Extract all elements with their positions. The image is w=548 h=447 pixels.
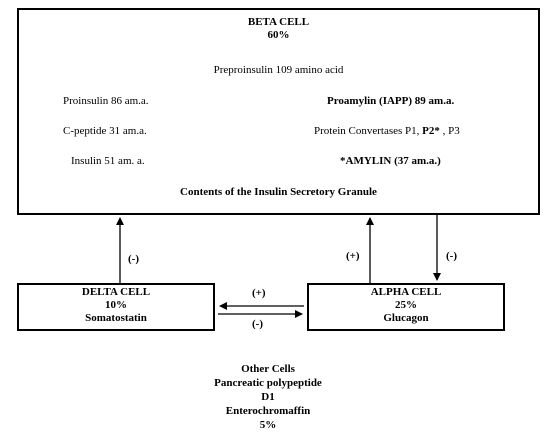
delta-cell-hormone: Somatostatin [85,312,147,324]
other-cells-enterochromaffin: Enterochromaffin [225,405,311,417]
convertases-text-a: Protein Convertases P1, [314,125,423,137]
preproinsulin-label: Preproinsulin 109 amino acid [213,64,344,76]
amylin-label: *AMYLIN (37 am.a.) [340,155,441,167]
other-cells-d1: D1 [261,391,275,403]
other-cells-title: Other Cells [241,363,295,375]
convertases-text-c: , P3 [439,125,460,137]
other-cells-pp: Pancreatic polypeptide [214,377,322,389]
delta-to-alpha-label: (-) [252,318,263,330]
other-cells-percent: 5% [259,419,277,431]
convertases-label: Protein Convertases P1, P2* , P3 [314,125,460,138]
alpha-cell-hormone: Glucagon [383,312,429,324]
beta-cell-box [17,8,540,215]
beta-cell-title: BETA CELL [247,16,310,28]
insulin-label: Insulin 51 am. a. [71,155,145,167]
granule-label: Contents of the Insulin Secretory Granul… [180,186,377,198]
proamylin-label: Proamylin (IAPP) 89 am.a. [327,95,455,107]
alpha-to-beta-label: (+) [346,250,360,262]
alpha-cell-box [307,283,505,331]
alpha-to-delta-label: (+) [252,287,266,299]
beta-cell-percent: 60% [267,29,290,41]
delta-cell-box [17,283,215,331]
convertases-text-b: P2* [422,125,440,137]
alpha-cell-percent: 25% [395,299,417,311]
delta-to-beta-label: (-) [128,253,139,265]
beta-to-alpha-label: (-) [446,250,457,262]
c-peptide-label: C-peptide 31 am.a. [63,125,147,137]
proinsulin-label: Proinsulin 86 am.a. [63,95,149,107]
alpha-cell-title: ALPHA CELL [370,286,442,298]
delta-cell-percent: 10% [105,299,127,311]
delta-cell-title: DELTA CELL [81,286,151,298]
